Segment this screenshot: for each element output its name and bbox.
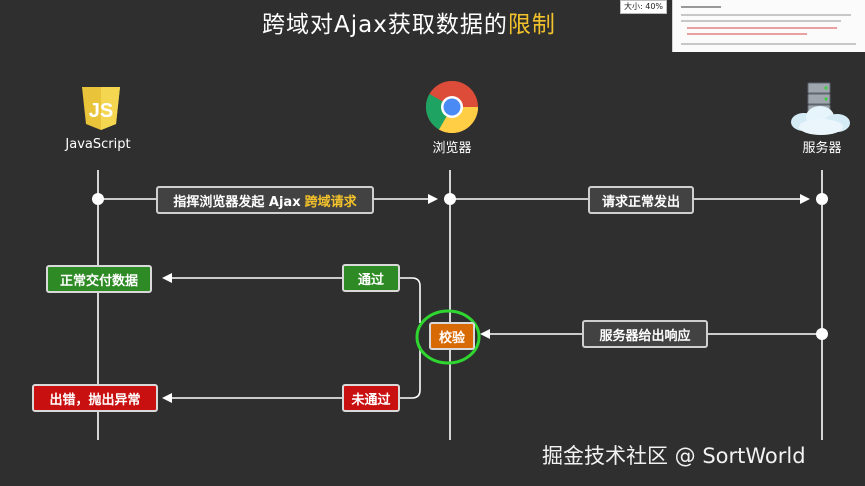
deliver-data-box: 正常交付数据 (46, 265, 152, 293)
error-thrown-box: 出错，抛出异常 (32, 384, 158, 412)
svg-text:JS: JS (89, 100, 113, 122)
document-thumbnail-overlay (672, 0, 865, 52)
message-instruct-highlight: 跨域请求 (304, 194, 357, 210)
title-highlight: 限制 (507, 12, 556, 38)
check-box: 校验 (429, 322, 475, 350)
fail-branch-line (162, 346, 421, 403)
page-title: 跨域对Ajax获取数据的限制 (262, 4, 622, 40)
message-request-sent: 请求正常发出 (588, 186, 694, 214)
chrome-logo-icon (426, 81, 478, 133)
server-dot-receive (816, 193, 828, 205)
zoom-badge: 大小: 40% (620, 0, 668, 14)
actor-label-javascript: JavaScript (65, 137, 131, 152)
js-start-dot (92, 193, 104, 205)
server-icon (791, 82, 850, 135)
title-main: 跨域对Ajax获取数据的 (262, 12, 508, 38)
server-dot-response (816, 328, 828, 340)
check-highlight-circle (415, 309, 481, 365)
actor-label-server: 服务器 (802, 141, 842, 156)
browser-dot-request (444, 193, 456, 205)
message-server-response: 服务器给出响应 (582, 320, 708, 348)
fail-box: 未通过 (342, 384, 400, 412)
actor-label-browser: 浏览器 (432, 141, 472, 156)
javascript-logo-icon: JS (82, 87, 120, 130)
message-instruct-text: 指挥浏览器发起 Ajax (173, 194, 301, 210)
pass-box: 通过 (342, 264, 400, 292)
pass-branch-line (162, 273, 421, 323)
watermark: 掘金技术社区 @ SortWorld (542, 444, 806, 468)
